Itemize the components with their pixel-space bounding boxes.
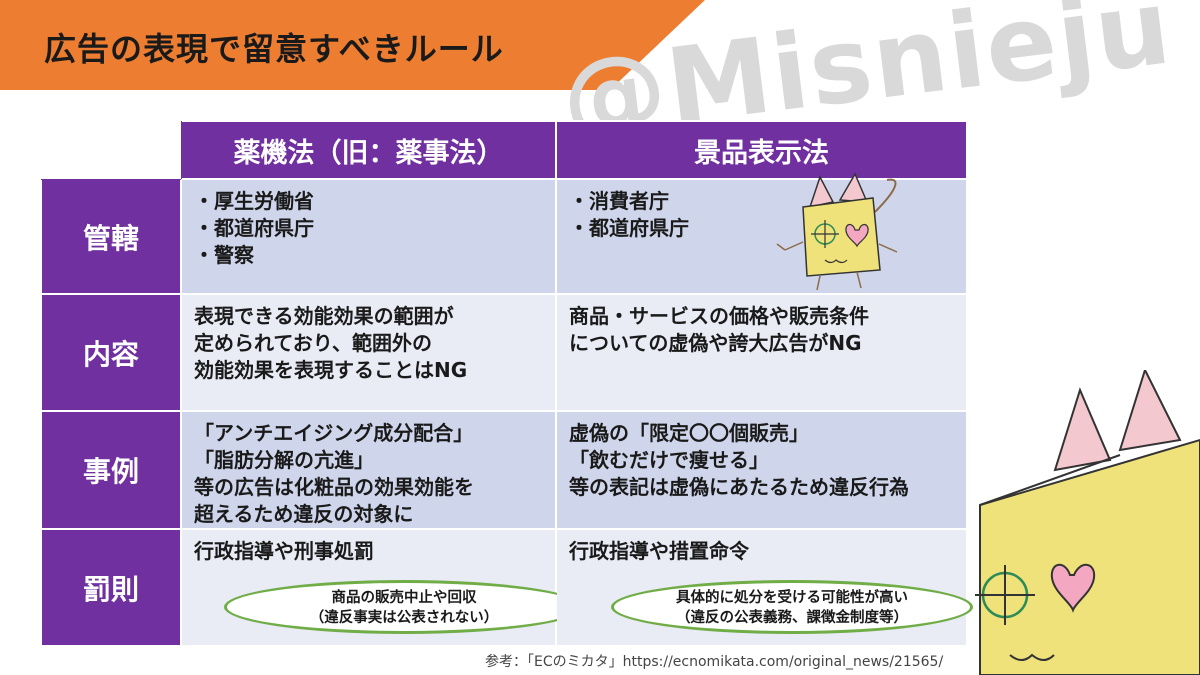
note-oval-yakki: 商品の販売中止や回収 （違反事実は公表されない） <box>224 580 584 634</box>
row-header-jurisdiction: 管轄 <box>40 178 182 295</box>
column-header-yakki: 薬機法（旧：薬事法） <box>180 120 557 180</box>
title-banner <box>0 0 705 90</box>
cell-yakki-examples: 「アンチエイジング成分配合」 「脂肪分解の亢進」 等の広告は化粧品の効果効能を … <box>180 410 557 530</box>
column-header-keihyo: 景品表示法 <box>555 120 968 180</box>
cell-keihyo-content: 商品・サービスの価格や販売条件 についての虚偽や誇大広告がNG <box>555 293 968 412</box>
cell-keihyo-penalties: 行政指導や措置命令 具体的に処分を受ける可能性が高い （違反の公表義務、課徴金制… <box>555 528 973 647</box>
row-header-content: 内容 <box>40 293 182 412</box>
cell-keihyo-jurisdiction: ・消費者庁 ・都道府県庁 <box>555 178 968 295</box>
cell-yakki-jurisdiction: ・厚生労働省 ・都道府県庁 ・警察 <box>180 178 557 295</box>
row-header-examples: 事例 <box>40 410 182 530</box>
cat-illustration-large <box>975 370 1200 675</box>
comparison-table: 薬機法（旧：薬事法） 景品表示法 管轄 ・厚生労働省 ・都道府県庁 ・警察 ・消… <box>40 120 973 647</box>
cell-keihyo-examples: 虚偽の「限定〇〇個販売」 「飲むだけで痩せる」 等の表記は虚偽にあたるため違反行… <box>555 410 968 530</box>
table-corner <box>41 121 181 179</box>
page-title: 広告の表現で留意すべきルール <box>44 30 504 68</box>
row-header-penalties: 罰則 <box>40 528 182 647</box>
cell-yakki-penalties: 行政指導や刑事処罰 商品の販売中止や回収 （違反事実は公表されない） <box>180 528 584 647</box>
cat-illustration-small <box>776 172 898 291</box>
reference-source: 参考：「ECのミカタ」https://ecnomikata.com/origin… <box>485 654 944 670</box>
note-oval-keihyo: 具体的に処分を受ける可能性が高い （違反の公表義務、課徴金制度等） <box>611 580 973 634</box>
cell-yakki-content: 表現できる効能効果の範囲が 定められており、範囲外の 効能効果を表現することはN… <box>180 293 557 412</box>
